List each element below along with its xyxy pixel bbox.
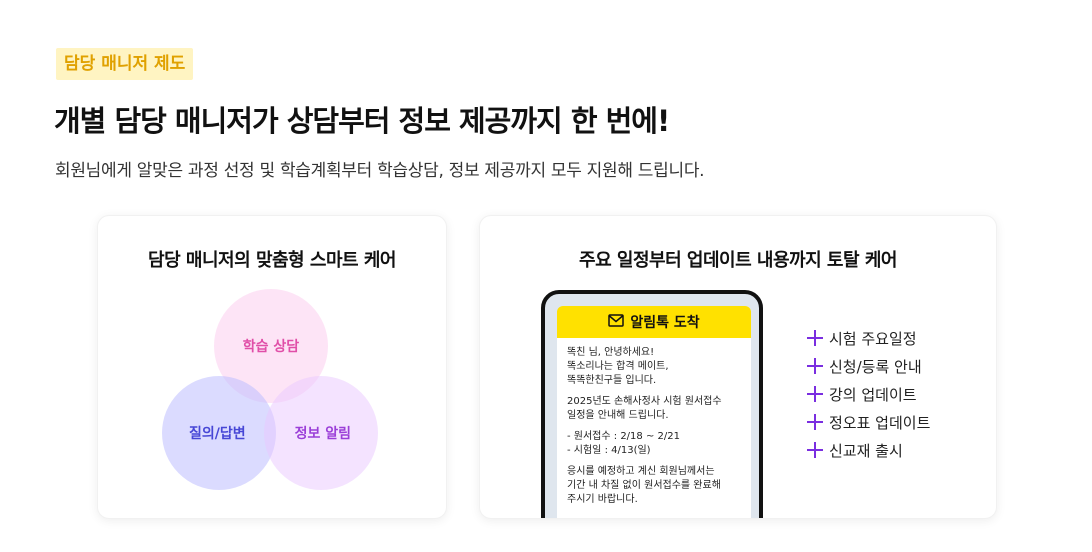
manager-care-card: 담당 매니저의 맞춤형 스마트 케어 학습 상담 질의/답변 정보 알림 [97,215,447,519]
feature-item: 강의 업데이트 [807,380,930,408]
plus-icon [807,442,823,458]
venn-circle-info: 정보 알림 [264,376,378,490]
feature-label: 신청/등록 안내 [829,357,922,376]
message-body: 똑친 님, 안녕하세요! 똑소리나는 합격 메이트, 똑똑한친구들 입니다. 2… [557,338,751,518]
feature-item: 정오표 업데이트 [807,408,930,436]
feature-item: 시험 주요일정 [807,324,930,352]
plus-icon [807,414,823,430]
feature-label: 신교재 출시 [829,441,903,460]
message-header: 알림톡 도착 [557,306,751,338]
phone-mockup: 알림톡 도착 똑친 님, 안녕하세요! 똑소리나는 합격 메이트, 똑똑한친구들… [541,290,763,518]
manager-care-title: 담당 매니저의 맞춤형 스마트 케어 [148,250,396,271]
feature-list: 시험 주요일정 신청/등록 안내 강의 업데이트 정오표 업데이트 신교재 출시 [807,324,930,464]
page-subtitle: 회원님에게 알맞은 과정 선정 및 학습계획부터 학습상담, 정보 제공까지 모… [55,161,705,181]
plus-icon [807,358,823,374]
page-title: 개별 담당 매니저가 상담부터 정보 제공까지 한 번에! [54,104,670,138]
plus-icon [807,386,823,402]
venn-circle-qa: 질의/답변 [162,376,276,490]
envelope-icon [608,313,625,331]
feature-label: 시험 주요일정 [829,329,917,348]
message-notice: 2025년도 손해사정사 시험 원서접수 일정을 안내해 드립니다. [567,396,722,421]
total-care-title: 주요 일정부터 업데이트 내용까지 토탈 케어 [579,250,897,271]
message-schedule: - 원서접수 : 2/18 ~ 2/21 - 시험일 : 4/13(일) [567,431,680,456]
total-care-card: 주요 일정부터 업데이트 내용까지 토탈 케어 알림톡 도착 똑친 님, 안녕하… [479,215,997,519]
feature-label: 정오표 업데이트 [829,413,931,432]
feature-item: 신교재 출시 [807,436,930,464]
message-header-label: 알림톡 도착 [630,315,700,331]
message-greeting: 똑친 님, 안녕하세요! 똑소리나는 합격 메이트, 똑똑한친구들 입니다. [567,347,669,386]
section-tag: 담당 매니저 제도 [56,48,194,80]
message-closing: 응시를 예정하고 계신 회원님께서는 기간 내 차질 없이 원서접수를 완료해 … [567,466,721,505]
plus-icon [807,330,823,346]
feature-label: 강의 업데이트 [829,385,917,404]
feature-item: 신청/등록 안내 [807,352,930,380]
